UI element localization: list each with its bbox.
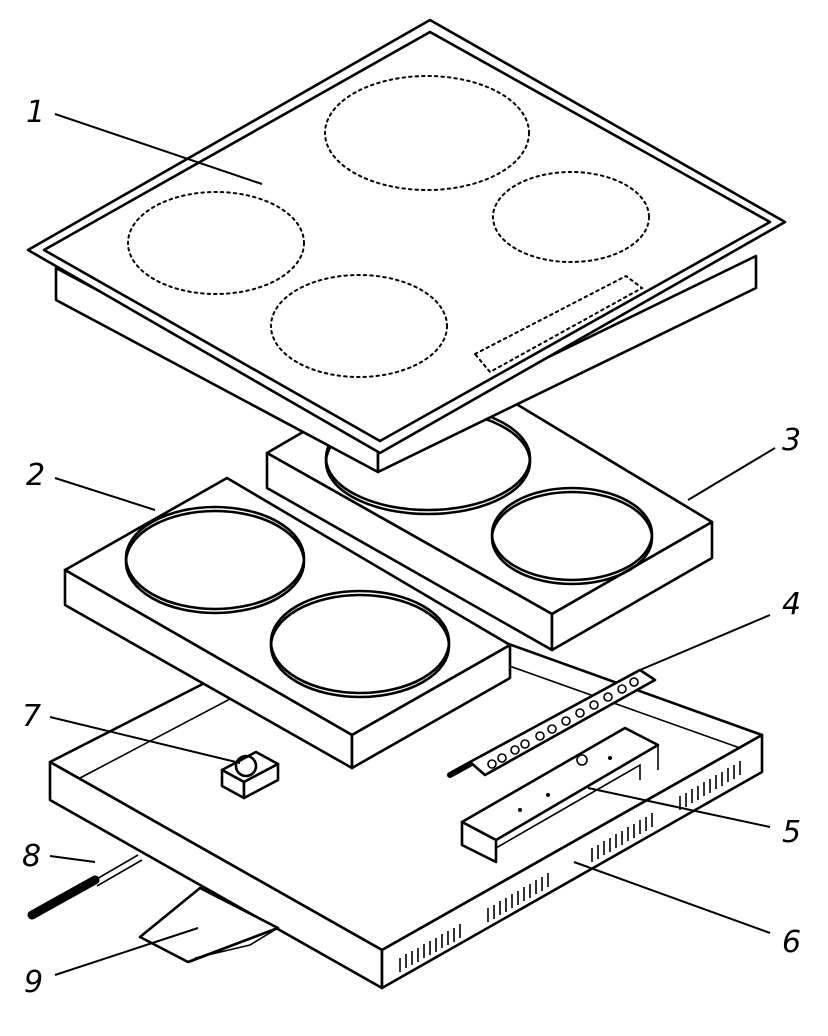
left-heating-module bbox=[63, 476, 512, 770]
callout-7: 7 bbox=[22, 699, 41, 734]
leader-lines bbox=[49, 113, 776, 976]
callout-2: 2 bbox=[26, 458, 45, 493]
control-pcb bbox=[447, 668, 657, 778]
callout-5: 5 bbox=[782, 815, 801, 850]
callout-labels: 1 2 3 4 5 6 7 8 9 bbox=[22, 95, 801, 1000]
callout-1: 1 bbox=[26, 95, 45, 130]
callout-4: 4 bbox=[782, 587, 801, 622]
callout-9: 9 bbox=[24, 965, 43, 1000]
terminal-block bbox=[220, 750, 280, 800]
vent-slots bbox=[399, 761, 741, 972]
callout-3: 3 bbox=[782, 423, 801, 458]
callout-6: 6 bbox=[782, 925, 801, 960]
callout-8: 8 bbox=[22, 839, 41, 874]
glass-top bbox=[26, 18, 787, 474]
power-cable bbox=[27, 854, 143, 920]
control-bracket bbox=[460, 726, 660, 864]
mounting-bracket bbox=[138, 886, 280, 964]
